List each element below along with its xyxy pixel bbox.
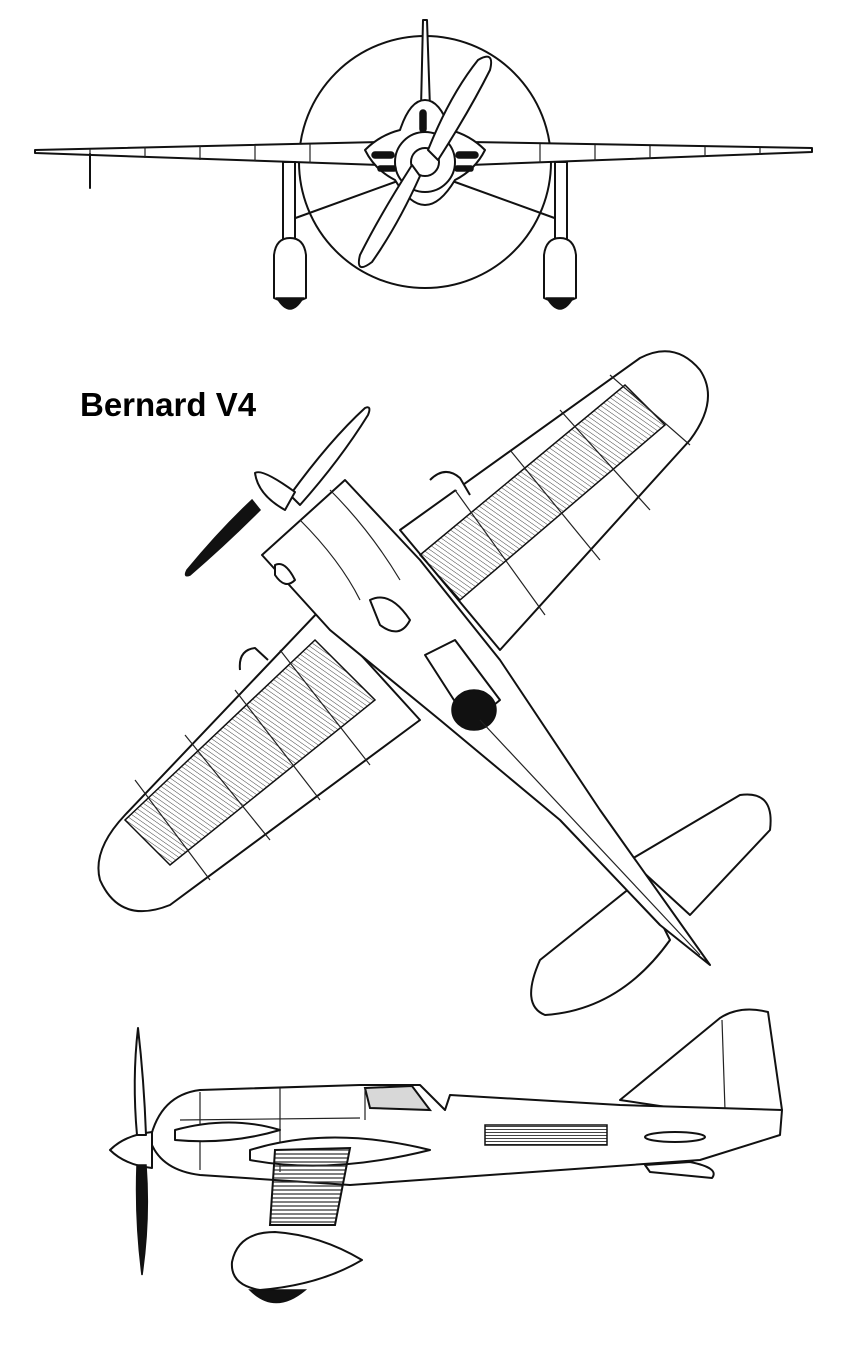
side-spinner <box>110 1132 152 1168</box>
lower-wheel-fairing <box>240 648 268 670</box>
top-spinner <box>255 472 295 510</box>
propeller-blade-lower <box>359 165 420 267</box>
rudder-hinge <box>722 1020 725 1110</box>
pilot-headrest <box>452 690 496 730</box>
front-struts <box>290 182 560 220</box>
propeller-blade-upper <box>428 57 491 160</box>
front-fin <box>421 20 430 108</box>
cowling-lines <box>300 490 400 600</box>
side-view <box>0 1010 850 1347</box>
top-propeller-blade-b <box>186 500 260 576</box>
upper-wing-panel-lines <box>455 375 690 615</box>
side-gear-leg <box>270 1148 350 1225</box>
lower-wing-panel-lines <box>135 650 370 880</box>
cylinder-vents <box>372 110 478 171</box>
side-propeller-lower <box>137 1165 148 1275</box>
tail-skid <box>645 1162 714 1178</box>
side-propeller-upper <box>135 1028 146 1135</box>
top-tailplane-lower <box>531 880 670 1015</box>
top-view <box>0 340 850 1030</box>
front-view <box>0 0 850 330</box>
front-leg-right <box>544 162 576 309</box>
side-tail-marking <box>645 1132 705 1142</box>
side-cowl-vent <box>175 1123 280 1142</box>
top-tailplane-upper <box>630 794 771 915</box>
side-fin <box>620 1010 782 1112</box>
side-grille <box>485 1125 607 1145</box>
side-wheel-fairing <box>232 1232 362 1290</box>
wing-rib-marks <box>90 144 760 163</box>
top-wing-upper-radiator <box>420 385 665 600</box>
side-canopy <box>365 1086 430 1110</box>
aircraft-title: Bernard V4 <box>80 386 257 423</box>
front-leg-left <box>274 162 306 309</box>
top-propeller-blade-a <box>290 407 369 505</box>
fuselage-spine <box>480 720 700 955</box>
upper-wheel-fairing <box>430 472 470 495</box>
side-tire <box>250 1290 305 1303</box>
exhaust-vent <box>275 564 295 584</box>
top-wing-lower-radiator <box>125 640 375 865</box>
cowl-vent <box>370 598 410 632</box>
